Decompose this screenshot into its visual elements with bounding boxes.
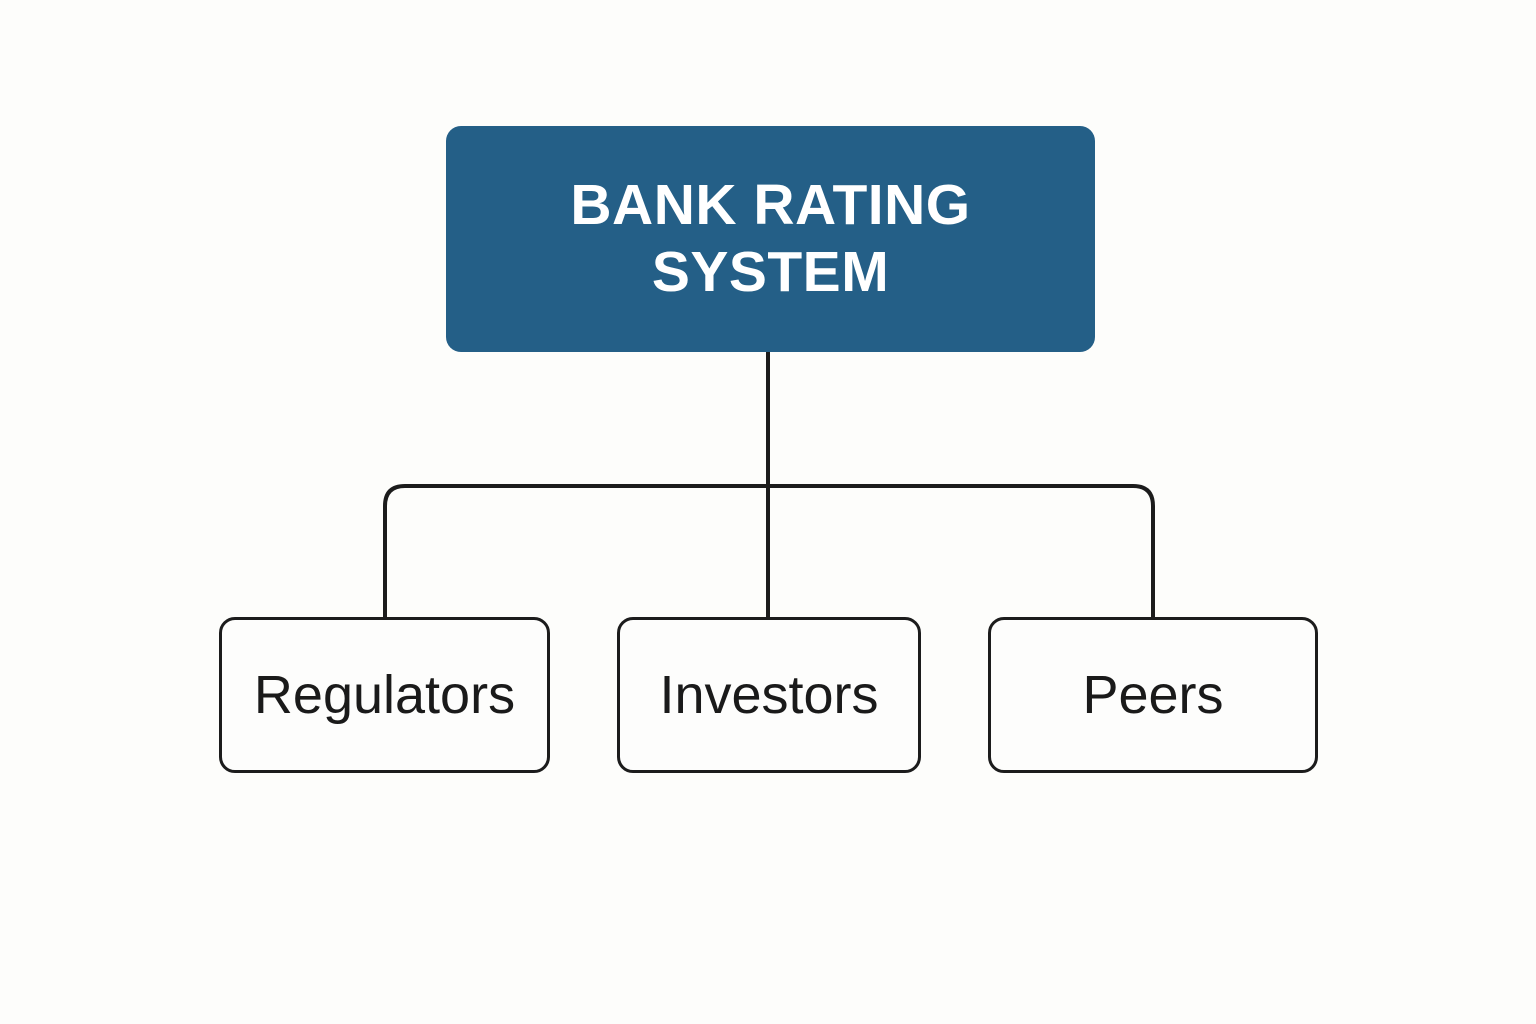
root-node-label: BANK RATING SYSTEM — [570, 173, 971, 304]
connector-bus-right — [768, 484, 1155, 617]
child-node-label: Investors — [659, 665, 879, 725]
child-node-regulators[interactable]: Regulators — [219, 617, 550, 773]
child-node-peers[interactable]: Peers — [988, 617, 1318, 773]
child-node-label: Regulators — [253, 665, 516, 725]
root-node-bank-rating-system[interactable]: BANK RATING SYSTEM — [446, 126, 1095, 352]
child-node-label: Peers — [1082, 665, 1224, 725]
child-node-investors[interactable]: Investors — [617, 617, 921, 773]
connector-bus-left — [383, 484, 768, 617]
